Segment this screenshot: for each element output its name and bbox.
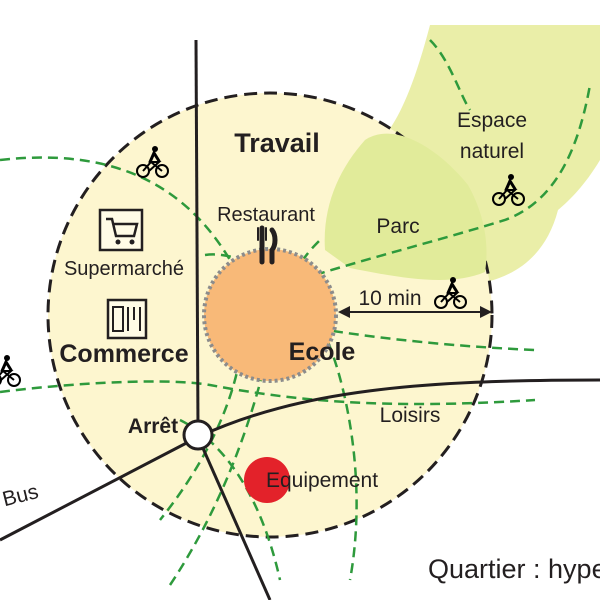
label-equipement: Equipement [266, 469, 378, 492]
roads [0, 39, 600, 601]
label-travail: Travail [234, 128, 320, 158]
label-commerce: Commerce [59, 340, 188, 368]
label-loisirs: Loisirs [380, 404, 441, 427]
school-circle [202, 247, 338, 383]
bicycle-icon [0, 353, 22, 388]
label-arret: Arrêt [128, 415, 178, 438]
label-distance: 10 min [358, 287, 421, 310]
shopping-cart-icon [98, 208, 144, 252]
park-area [324, 133, 487, 280]
label-ecole: Ecole [289, 338, 356, 366]
equipment-marker [244, 457, 290, 503]
caption: Quartier : hype [428, 554, 600, 584]
distance-arrow [338, 306, 492, 318]
label-espace-naturel-1: Espace [457, 109, 527, 132]
shop-icon [106, 298, 148, 340]
label-supermarche: Supermarché [64, 258, 184, 280]
bus-stop-marker [182, 419, 214, 451]
label-bus: Bus [0, 480, 41, 511]
label-parc: Parc [376, 215, 419, 238]
fork-knife-icon [257, 225, 278, 265]
label-restaurant: Restaurant [217, 204, 315, 226]
label-espace-naturel-2: naturel [460, 140, 524, 163]
